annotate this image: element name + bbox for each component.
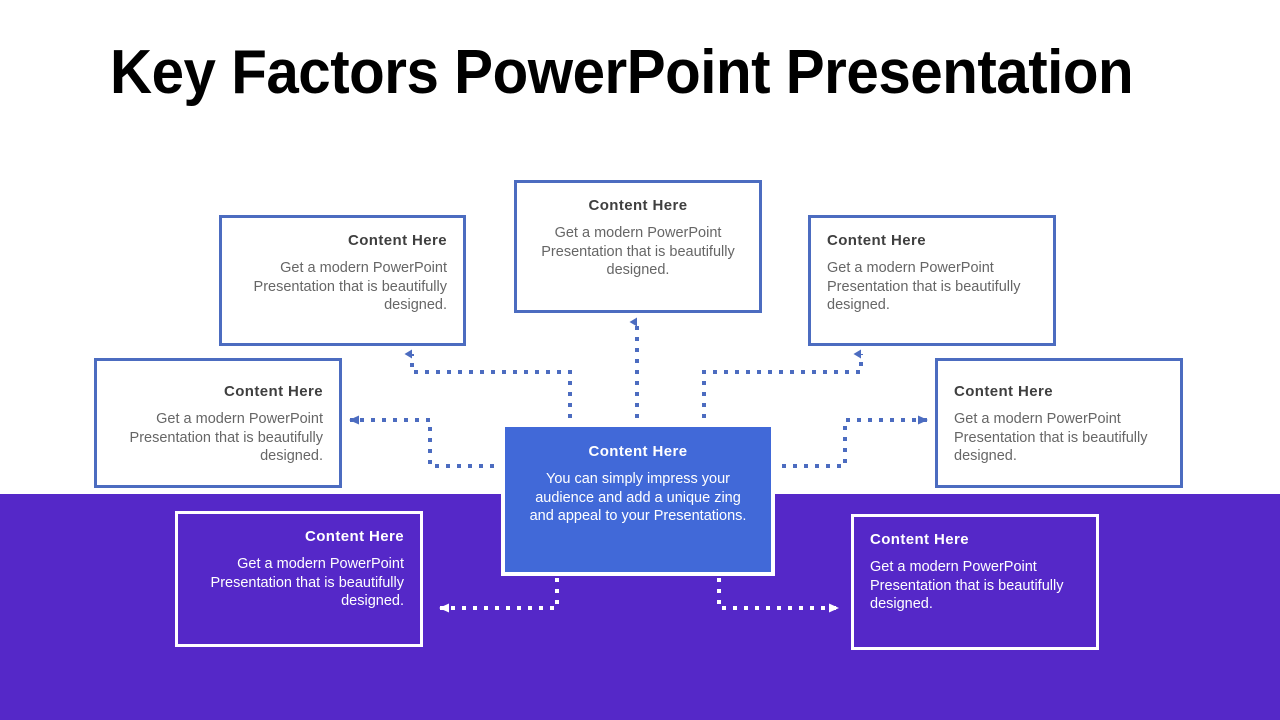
card-top-right[interactable]: Content Here Get a modern PowerPoint Pre… <box>808 215 1056 346</box>
card-top-left[interactable]: Content Here Get a modern PowerPoint Pre… <box>219 215 466 346</box>
card-body: Get a modern PowerPoint Presentation tha… <box>954 411 1148 464</box>
card-title: Content Here <box>588 443 688 460</box>
connector-to-top-left <box>404 349 572 418</box>
card-bottom-left[interactable]: Content Here Get a modern PowerPoint Pre… <box>175 511 423 647</box>
card-mid-left-inner: Content Here Get a modern PowerPoint Pre… <box>113 375 323 466</box>
card-body: Get a modern PowerPoint Presentation tha… <box>827 260 1021 313</box>
card-body: Get a modern PowerPoint Presentation tha… <box>253 260 447 313</box>
card-title: Content Here <box>348 232 447 249</box>
card-top-center-inner: Content Here Get a modern PowerPoint Pre… <box>533 197 743 280</box>
card-center-inner: Content Here You can simply impress your… <box>525 443 751 526</box>
card-title: Content Here <box>954 383 1053 400</box>
card-title: Content Here <box>870 531 969 548</box>
card-body: Get a modern PowerPoint Presentation tha… <box>129 411 323 464</box>
card-title: Content Here <box>588 197 688 214</box>
connector-to-mid-right <box>771 415 928 468</box>
card-mid-right[interactable]: Content Here Get a modern PowerPoint Pre… <box>935 358 1183 488</box>
card-title: Content Here <box>305 528 404 545</box>
card-title: Content Here <box>224 383 323 400</box>
card-body: Get a modern PowerPoint Presentation tha… <box>870 559 1064 612</box>
card-body: You can simply impress your audience and… <box>529 471 747 524</box>
connector-to-top-right <box>702 349 863 418</box>
card-bottom-left-inner: Content Here Get a modern PowerPoint Pre… <box>194 528 404 611</box>
card-bottom-right-inner: Content Here Get a modern PowerPoint Pre… <box>870 531 1080 614</box>
page-title: Key Factors PowerPoint Presentation <box>110 38 1134 107</box>
card-top-center[interactable]: Content Here Get a modern PowerPoint Pre… <box>514 180 762 313</box>
connector-to-mid-left <box>349 415 505 468</box>
card-top-right-inner: Content Here Get a modern PowerPoint Pre… <box>827 232 1037 315</box>
card-mid-left[interactable]: Content Here Get a modern PowerPoint Pre… <box>94 358 342 488</box>
card-body: Get a modern PowerPoint Presentation tha… <box>210 556 404 609</box>
card-top-left-inner: Content Here Get a modern PowerPoint Pre… <box>238 232 447 315</box>
card-title: Content Here <box>827 232 926 249</box>
card-center-highlight[interactable]: Content Here You can simply impress your… <box>501 423 775 576</box>
card-bottom-right[interactable]: Content Here Get a modern PowerPoint Pre… <box>851 514 1099 650</box>
card-mid-right-inner: Content Here Get a modern PowerPoint Pre… <box>954 375 1164 466</box>
card-body: Get a modern PowerPoint Presentation tha… <box>541 225 735 278</box>
